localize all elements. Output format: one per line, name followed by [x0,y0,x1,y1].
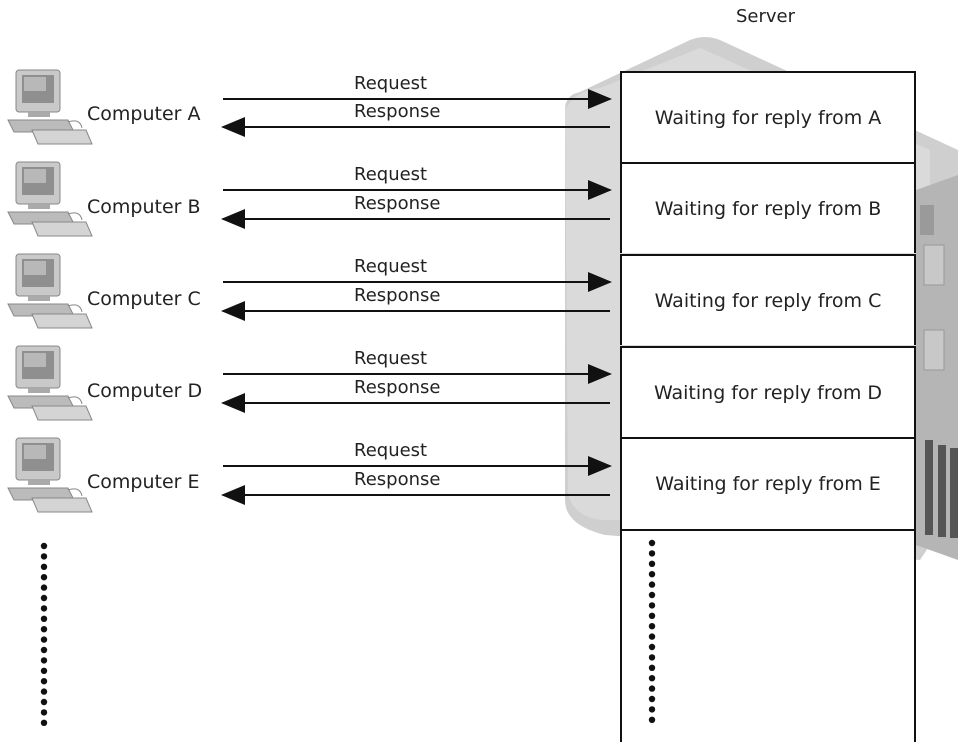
server-slot-d-text: Waiting for reply from D [653,381,883,404]
computer-label-d: Computer D [87,380,203,402]
request-label-b: Request [354,164,428,185]
server-slot-c-text: Waiting for reply from C [654,289,882,312]
computer-icon-e [7,437,93,513]
computer-label-a: Computer A [87,103,201,125]
computer-icon-d [7,345,93,421]
response-label-d: Response [354,377,441,398]
computer-icon-a [7,69,93,145]
response-label-b: Response [354,193,441,214]
computer-label-e: Computer E [87,471,200,493]
server-slot-b-text: Waiting for reply from B [654,197,882,220]
request-label-c: Request [354,256,428,277]
computer-icon-c [7,253,93,329]
response-label-c: Response [354,285,441,306]
computer-label-b: Computer B [87,196,201,218]
computer-label-c: Computer C [87,288,201,310]
arrows [221,89,612,505]
response-label-e: Response [354,469,441,490]
server-slot-d: Waiting for reply from D [620,346,916,437]
request-label-e: Request [354,440,428,461]
server-slot-a: Waiting for reply from A [620,71,916,162]
server-title: Server [736,6,796,27]
server-slot-e-text: Waiting for reply from E [655,473,881,495]
server-slot-e: Waiting for reply from E [620,437,916,529]
computer-icon-b [7,161,93,237]
server-slot-a-text: Waiting for reply from A [654,106,882,129]
server-slot-c: Waiting for reply from C [620,254,916,345]
server-slot-b: Waiting for reply from B [620,162,916,253]
server-slot-more [620,529,916,742]
response-label-a: Response [354,101,441,122]
request-label-d: Request [354,348,428,369]
computer-icons [7,69,93,513]
request-label-a: Request [354,73,428,94]
